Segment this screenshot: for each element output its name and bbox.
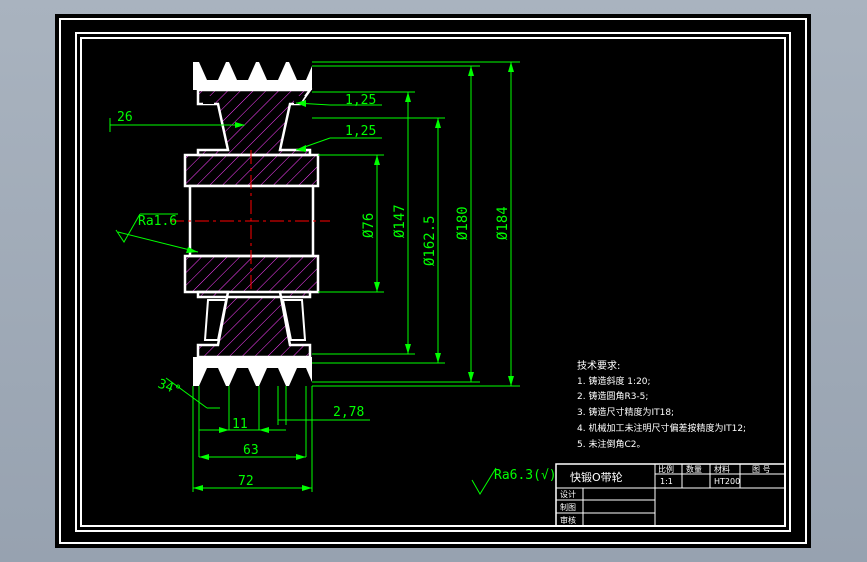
- part-name: 快锻O带轮: [570, 470, 623, 484]
- dim-dia-1625: Ø162.5: [422, 215, 438, 266]
- tb-row-review: 审核: [560, 515, 576, 525]
- dim-angle-upper: 1,25: [345, 93, 376, 108]
- roughness-ra16: Ra1.6: [138, 214, 177, 229]
- dim-dia-180: Ø180: [455, 206, 471, 240]
- tb-drawing-no-header: 图 号: [752, 465, 771, 474]
- dim-dia-76: Ø76: [361, 213, 377, 238]
- dim-26: 26: [117, 110, 133, 125]
- dim-dia-184: Ø184: [495, 206, 511, 240]
- inner-frame-b: [80, 37, 786, 527]
- tb-qty-header: 数量: [686, 464, 702, 474]
- tech-requirements: 技术要求: 1. 铸造斜度 1:20; 2. 铸造圆角R3-5; 3. 铸造尺寸…: [577, 359, 746, 450]
- tb-row-design: 设计: [560, 489, 576, 499]
- tech-item: 4. 机械加工未注明尺寸偏差按精度为IT12;: [577, 422, 746, 434]
- dim-72: 72: [238, 474, 254, 489]
- dim-dia-147: Ø147: [392, 204, 408, 238]
- inner-frame-a: [75, 32, 791, 532]
- roughness-general: Ra6.3(√): [494, 468, 557, 483]
- tb-scale-header: 比例: [658, 464, 674, 474]
- dim-angle-lower: 1,25: [345, 124, 376, 139]
- tb-scale-value: 1:1: [660, 477, 673, 486]
- title-block: 快锻O带轮 比例 数量 材料 图 号 1:1 HT200 设计 制图 审核: [555, 463, 786, 527]
- dimension-lines: [109, 61, 520, 495]
- outer-frame: [59, 18, 807, 544]
- tb-row-draw: 制图: [560, 502, 576, 512]
- drawing-area: [55, 14, 811, 548]
- tech-heading: 技术要求:: [577, 359, 620, 372]
- pulley-section: [170, 62, 330, 386]
- tb-material-value: HT200: [714, 477, 740, 486]
- tech-item: 1. 铸造斜度 1:20;: [577, 375, 651, 387]
- tech-item: 2. 铸造圆角R3-5;: [577, 390, 648, 402]
- dim-11: 11: [232, 417, 248, 432]
- dim-278: 2,78: [333, 405, 364, 420]
- arrowheads: [186, 62, 514, 491]
- dim-63: 63: [243, 443, 259, 458]
- tech-item: 5. 未注倒角C2。: [577, 438, 645, 450]
- tb-material-header: 材料: [714, 464, 730, 474]
- tech-item: 3. 铸造尺寸精度为IT18;: [577, 406, 674, 418]
